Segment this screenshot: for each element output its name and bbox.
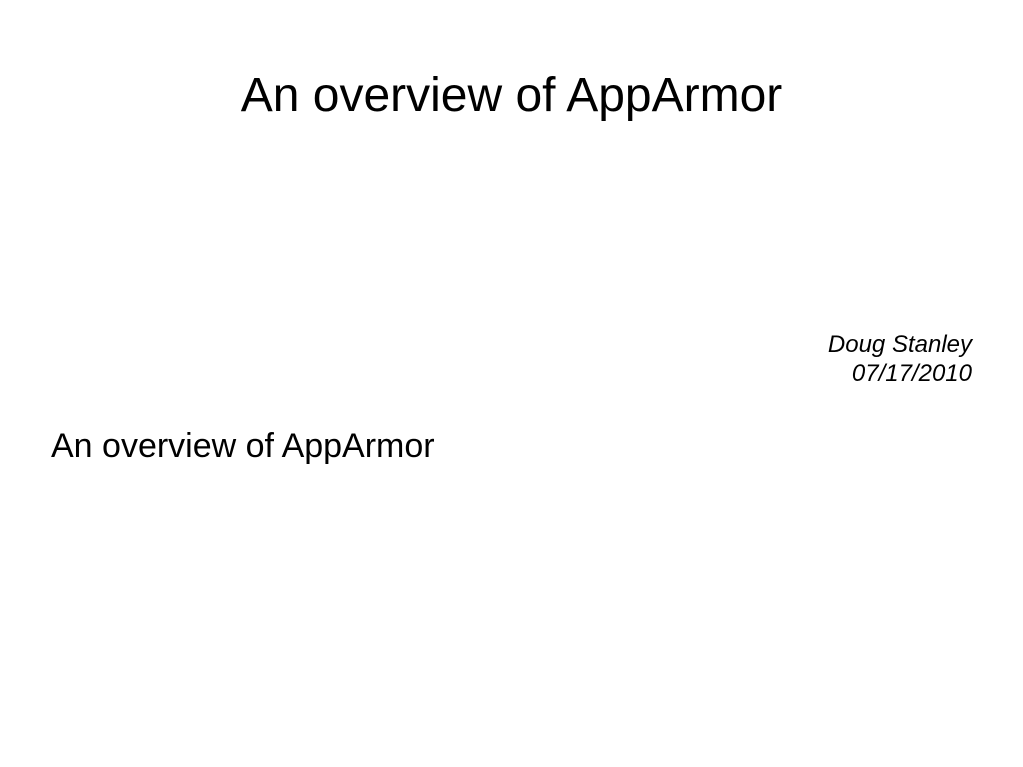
presentation-date: 07/17/2010 [851, 360, 972, 387]
byline: Doug Stanley 07/17/2010 [828, 330, 972, 388]
author-name: Doug Stanley [827, 331, 972, 358]
body-text: An overview of AppArmor [51, 427, 435, 465]
slide-title: An overview of AppArmor [240, 69, 783, 122]
